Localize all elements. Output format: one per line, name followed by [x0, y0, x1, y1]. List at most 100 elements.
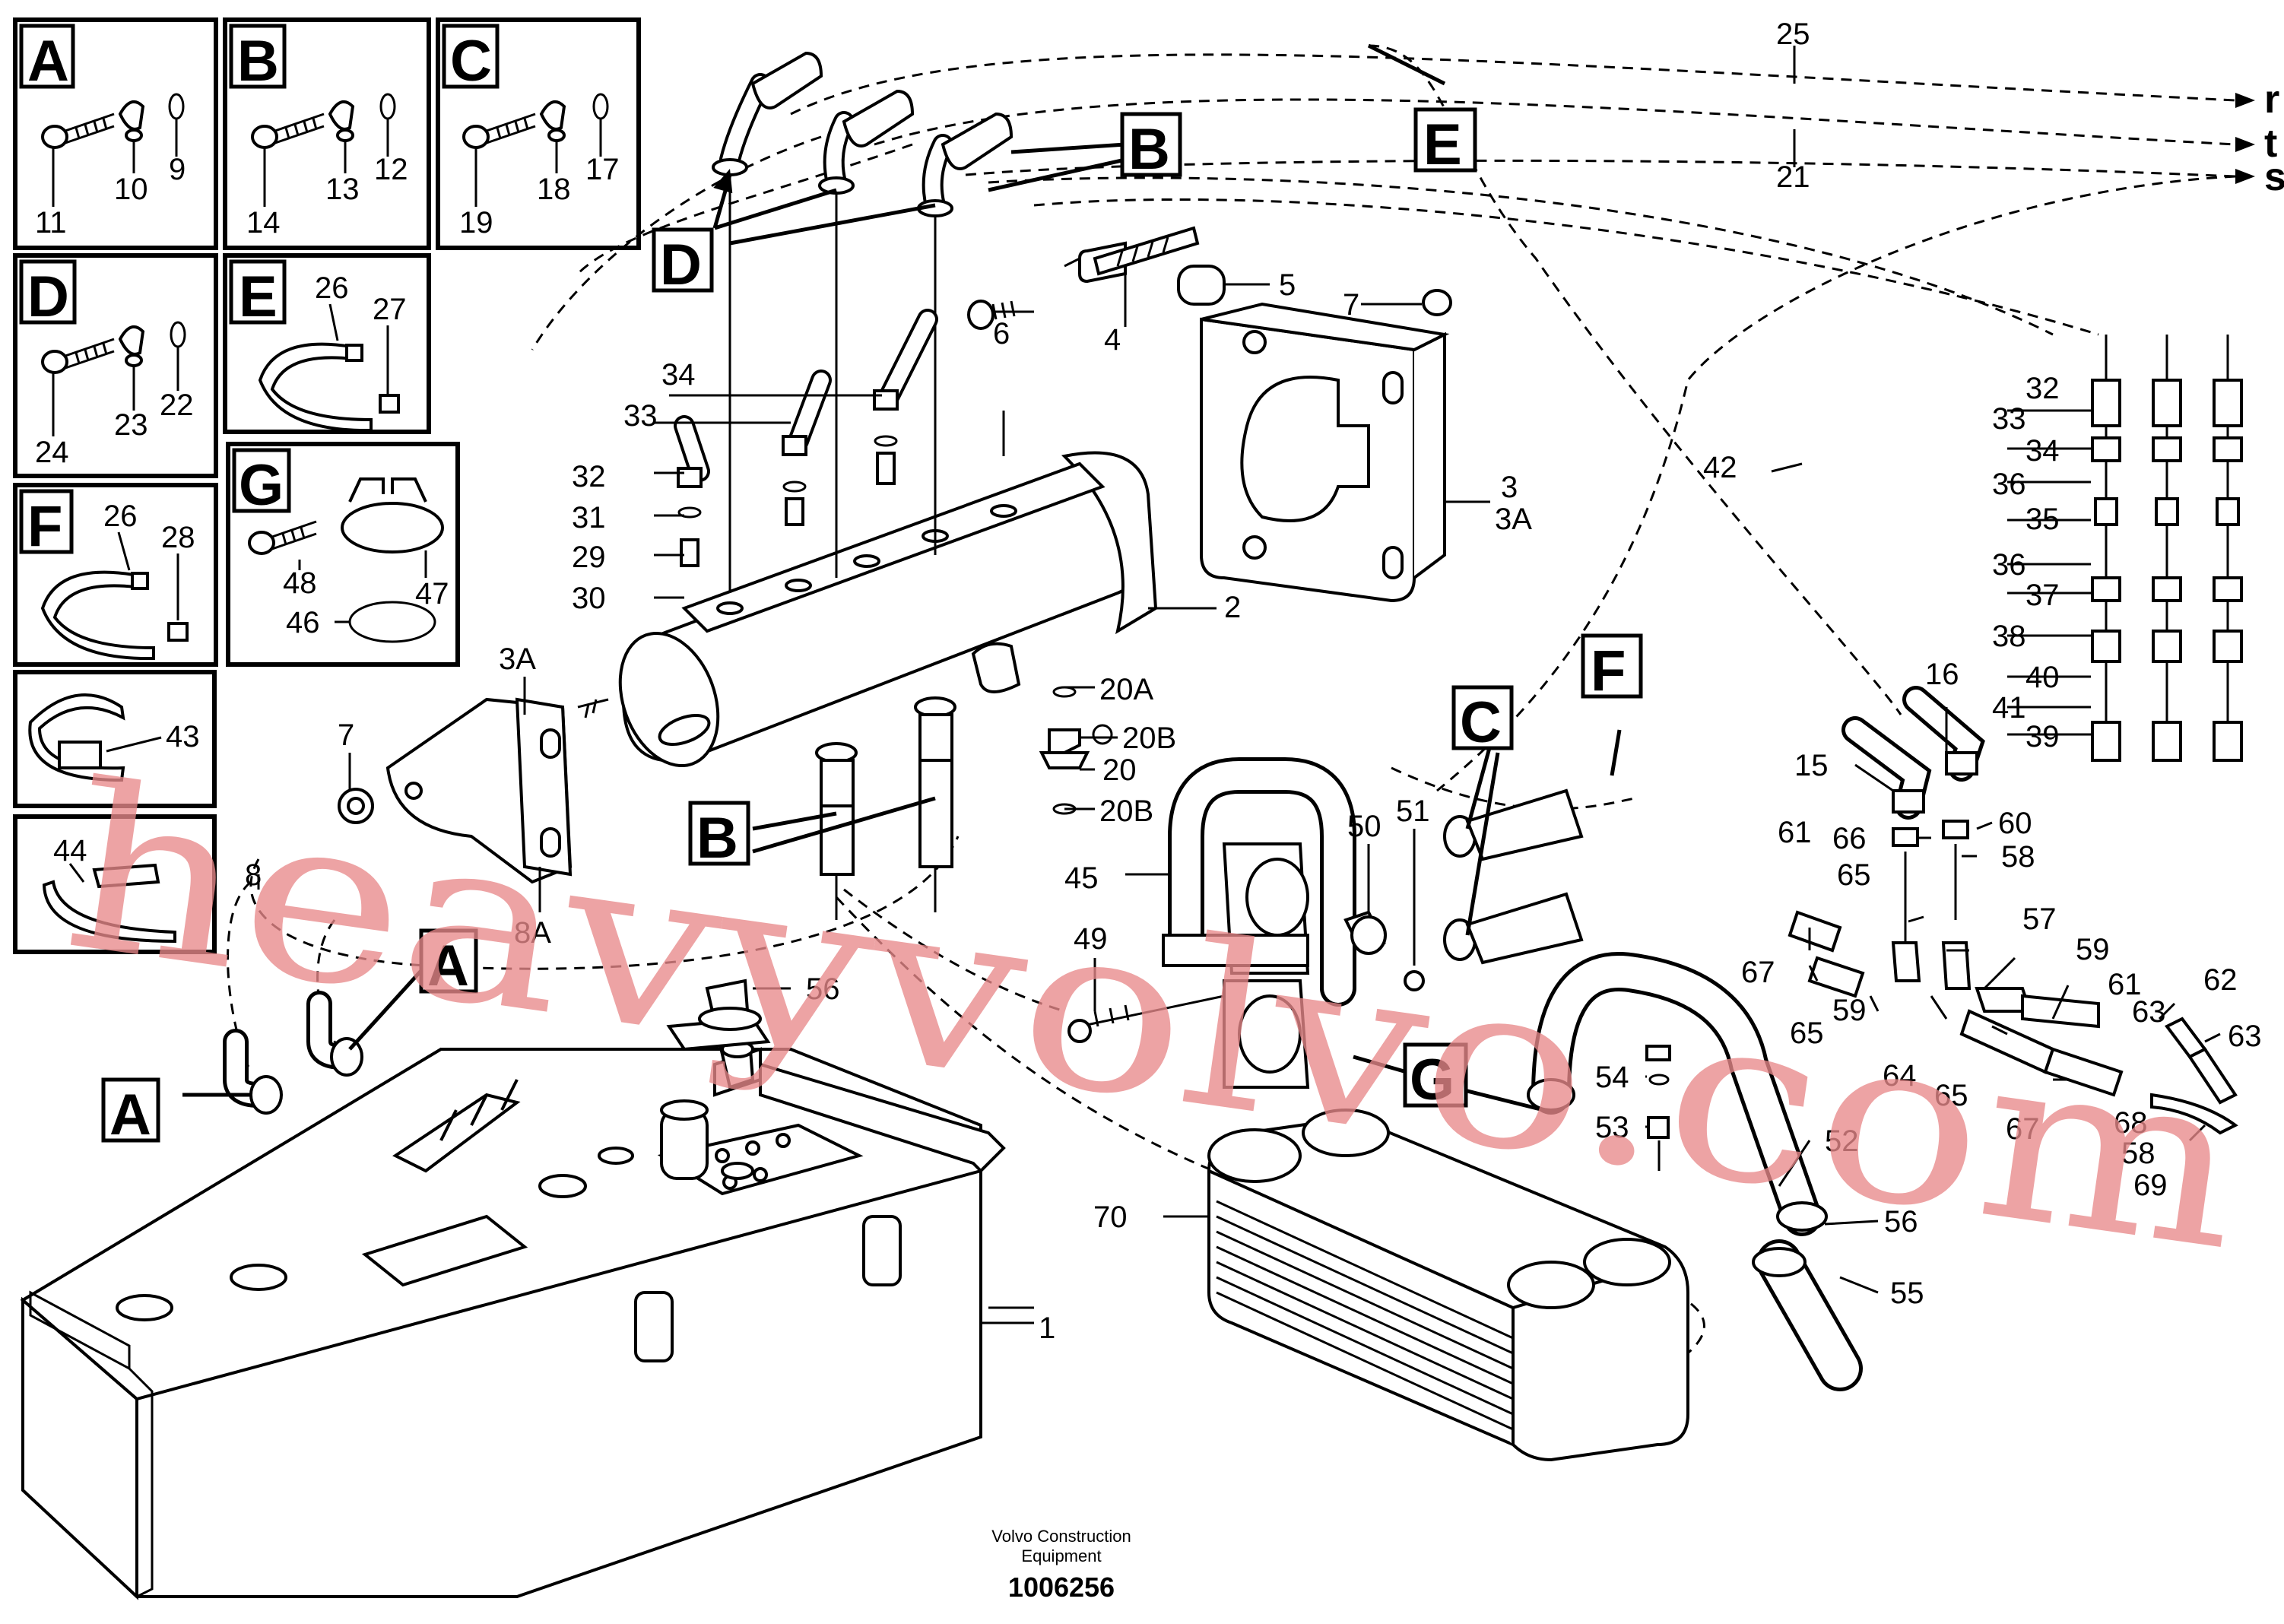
- callout-61-right: 61: [2108, 968, 2142, 1001]
- inset-d-part-24: 24: [35, 436, 69, 469]
- inset-frame-c: [436, 17, 641, 250]
- callout-70: 70: [1093, 1201, 1128, 1234]
- hose-55: [1752, 1239, 1863, 1391]
- callout-8a: 8A: [514, 916, 551, 950]
- inset-d-part-22: 22: [160, 389, 194, 422]
- callout-55: 55: [1890, 1277, 1924, 1310]
- lower-fittings: [815, 686, 1113, 920]
- view-letter-d: D: [660, 233, 702, 297]
- callout-3: 3: [1501, 471, 1518, 504]
- inset-a-letter: A: [27, 29, 69, 94]
- inset-e-part-26: 26: [315, 271, 349, 305]
- callout-56-tank: 56: [806, 972, 840, 1006]
- mounting-bracket-right: [1200, 302, 1490, 603]
- view-letter-b-top: B: [1128, 117, 1170, 182]
- callout-7-left: 7: [338, 718, 354, 752]
- pressure-switch: [1645, 1045, 1671, 1171]
- hoses-c-f: [1343, 788, 1584, 991]
- callout-3a-left: 3A: [499, 642, 536, 676]
- inset-d-part-23: 23: [114, 408, 148, 442]
- callout-29: 29: [572, 541, 606, 574]
- inset-frames: [13, 17, 641, 954]
- pipe-end-r: r: [2264, 78, 2279, 122]
- inset-frame-a: [13, 17, 218, 250]
- callout-49: 49: [1074, 922, 1108, 956]
- fuel-filter-housing: [577, 451, 1217, 768]
- callout-45: 45: [1064, 861, 1099, 895]
- callout-59-right: 59: [2076, 933, 2110, 966]
- callout-37: 37: [2025, 579, 2060, 612]
- callout-58-upper: 58: [2001, 840, 2035, 874]
- callout-62: 62: [2203, 963, 2238, 997]
- inset-a-part-11: 11: [35, 206, 67, 239]
- callout-59-left: 59: [1832, 994, 1867, 1027]
- inset-frame-44: [13, 814, 217, 954]
- inset-b-part-13: 13: [325, 173, 360, 206]
- caption: Volvo Construction Equipment 1006256: [991, 1527, 1131, 1603]
- callout-4: 4: [1104, 323, 1121, 357]
- callout-51: 51: [1396, 795, 1430, 828]
- callout-56-hose: 56: [1884, 1205, 1918, 1239]
- callout-65-left: 65: [1790, 1017, 1824, 1050]
- callout-8: 8: [245, 858, 262, 892]
- inset-44-part: 44: [53, 834, 87, 868]
- pipe-45: [1067, 757, 1356, 1089]
- callout-31: 31: [572, 501, 606, 534]
- leader-lines: [257, 46, 2221, 1309]
- view-letter-a-bracket: A: [427, 934, 469, 998]
- inset-b-part-14: 14: [246, 206, 281, 239]
- view-arrows: [182, 43, 1622, 1112]
- inset-b-part-12: 12: [374, 153, 408, 186]
- callout-67-right: 67: [2006, 1112, 2040, 1146]
- filter-fittings: [674, 51, 1452, 593]
- callout-54: 54: [1595, 1061, 1629, 1094]
- inset-c-part-18: 18: [537, 173, 571, 206]
- inset-a-part-10: 10: [114, 173, 148, 206]
- caption-line-2: Equipment: [1021, 1546, 1101, 1565]
- fuel-tank: [20, 979, 1034, 1600]
- callout-53: 53: [1595, 1111, 1629, 1144]
- pipe-end-arrows: r t s: [2235, 78, 2284, 199]
- view-letter-b-bottom: B: [696, 806, 738, 871]
- callout-15: 15: [1794, 749, 1829, 782]
- callout-64: 64: [1883, 1059, 1917, 1093]
- callout-65-upper: 65: [1837, 858, 1871, 892]
- view-letter-c: C: [1460, 690, 1502, 755]
- inset-e-letter: E: [239, 265, 278, 329]
- callout-20b-upper: 20B: [1122, 722, 1176, 755]
- inset-e-part-27: 27: [373, 293, 407, 326]
- view-letter-g: G: [1410, 1048, 1454, 1112]
- callout-36-upper: 36: [1992, 468, 2026, 501]
- callout-60: 60: [1998, 807, 2032, 840]
- callout-57: 57: [2022, 902, 2057, 936]
- callout-34-right: 34: [2025, 434, 2060, 468]
- inset-f-part-28: 28: [161, 521, 195, 554]
- inset-d-letter: D: [27, 265, 69, 329]
- callout-33-filter: 33: [623, 399, 658, 433]
- inset-frame-b: [223, 17, 431, 250]
- callout-63-left: 63: [2132, 995, 2166, 1029]
- inset-letter-boxes: A B C D E F G: [19, 24, 500, 559]
- callout-21: 21: [1776, 160, 1810, 194]
- callout-20a: 20A: [1099, 673, 1153, 706]
- mounting-bracket-left: [338, 697, 573, 884]
- oil-cooler: [1207, 1109, 1689, 1462]
- callout-32-right: 32: [2025, 372, 2060, 405]
- inset-f-letter: F: [27, 494, 62, 559]
- view-letter-a-tank: A: [109, 1083, 151, 1147]
- callout-20b-lower: 20B: [1099, 795, 1153, 828]
- inset-g-part-48: 48: [283, 566, 317, 600]
- drawing-number: 1006256: [1008, 1572, 1115, 1603]
- callout-5: 5: [1279, 268, 1296, 302]
- callout-33-right: 33: [1992, 402, 2026, 436]
- callout-65-lower: 65: [1934, 1079, 1968, 1112]
- right-fittings-column: [2091, 335, 2243, 762]
- view-letter-f: F: [1591, 639, 1626, 703]
- callout-1: 1: [1039, 1312, 1055, 1345]
- inset-frame-43: [13, 670, 217, 808]
- callout-16: 16: [1925, 658, 1959, 691]
- inset-frame-d: [13, 253, 218, 478]
- callout-20: 20: [1102, 753, 1137, 787]
- callout-67-left: 67: [1741, 956, 1775, 989]
